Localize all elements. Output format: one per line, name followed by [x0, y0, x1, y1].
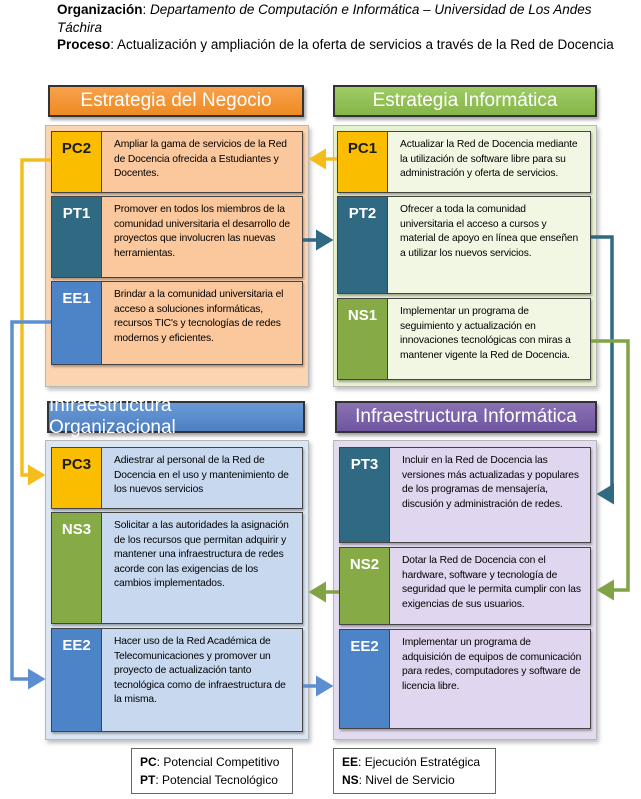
card-text: Ofrecer a toda la comunidad universitari…	[388, 197, 590, 293]
process-line: Proceso: Actualización y ampliación de l…	[57, 37, 614, 52]
title-estrategia-negocio: Estrategia del Negocio	[48, 85, 304, 117]
card-code: EE2	[52, 629, 102, 731]
card-text: Adiestrar al personal de la Red de Docen…	[102, 448, 302, 508]
card-code: PC1	[338, 132, 388, 192]
legend-right: EE: Ejecución Estratégica NS: Nivel de S…	[333, 748, 496, 794]
card-code: NS2	[340, 548, 390, 624]
card-code: NS3	[52, 513, 102, 623]
legend-pc: PC: Potencial Competitivo	[140, 755, 280, 769]
process-value: Actualización y ampliación de la oferta …	[117, 37, 614, 52]
card-text: Incluir en la Red de Docencia las versio…	[390, 448, 590, 542]
card-pc1: PC1 Actualizar la Red de Docencia median…	[337, 131, 591, 193]
card-pt2: PT2 Ofrecer a toda la comunidad universi…	[337, 196, 591, 294]
card-code: PT2	[338, 197, 388, 293]
card-code: EE2	[340, 630, 390, 728]
title-infraestructura-organizacional: Infraestructura Organizacional	[47, 395, 305, 438]
card-pc2: PC2 Ampliar la gama de servicios de la R…	[51, 131, 303, 193]
card-ns3: NS3 Solicitar a las autoridades la asign…	[51, 512, 303, 624]
card-text: Hacer uso de la Red Académica de Telecom…	[102, 629, 302, 731]
legend-pt: PT: Potencial Tecnológico	[140, 773, 278, 787]
card-code: PT1	[52, 197, 102, 277]
card-ns2: NS2 Dotar la Red de Docencia con el hard…	[339, 547, 591, 625]
card-text: Actualizar la Red de Docencia mediante l…	[388, 132, 590, 192]
legend-ee: EE: Ejecución Estratégica	[342, 755, 481, 769]
title-infraestructura-informatica: Infraestructura Informática	[335, 401, 597, 433]
card-pt3: PT3 Incluir en la Red de Docencia las ve…	[339, 447, 591, 543]
card-text: Ampliar la gama de servicios de la Red d…	[102, 132, 302, 192]
card-text: Implementar un programa de adquisición d…	[390, 630, 590, 728]
card-text: Promover en todos los miembros de la com…	[102, 197, 302, 277]
card-pt1: PT1 Promover en todos los miembros de la…	[51, 196, 303, 278]
organization-line: Organización: Departamento de Computació…	[57, 2, 592, 35]
process-label: Proceso	[57, 37, 111, 52]
card-ee2-inf: EE2 Implementar un programa de adquisici…	[339, 629, 591, 729]
card-text: Solicitar a las autoridades la asignació…	[102, 513, 302, 623]
header: Organización: Departamento de Computació…	[57, 1, 617, 54]
legend-left: PC: Potencial Competitivo PT: Potencial …	[131, 748, 293, 794]
card-code: PC2	[52, 132, 102, 192]
card-text: Dotar la Red de Docencia con el hardware…	[390, 548, 590, 624]
org-label: Organización	[57, 2, 143, 17]
legend-ns: NS: Nivel de Servicio	[342, 773, 455, 787]
card-text: Implementar un programa de seguimiento y…	[388, 299, 590, 379]
card-code: PT3	[340, 448, 390, 542]
card-ee1: EE1 Brindar a la comunidad universitaria…	[51, 281, 303, 365]
card-ee2-org: EE2 Hacer uso de la Red Académica de Tel…	[51, 628, 303, 732]
card-code: PC3	[52, 448, 102, 508]
title-estrategia-informatica: Estrategia Informática	[333, 85, 597, 117]
org-value: Departamento de Computación e Informátic…	[57, 2, 592, 35]
card-ns1: NS1 Implementar un programa de seguimien…	[337, 298, 591, 380]
card-text: Brindar a la comunidad universitaria el …	[102, 282, 302, 364]
card-pc3: PC3 Adiestrar al personal de la Red de D…	[51, 447, 303, 509]
card-code: NS1	[338, 299, 388, 379]
card-code: EE1	[52, 282, 102, 364]
